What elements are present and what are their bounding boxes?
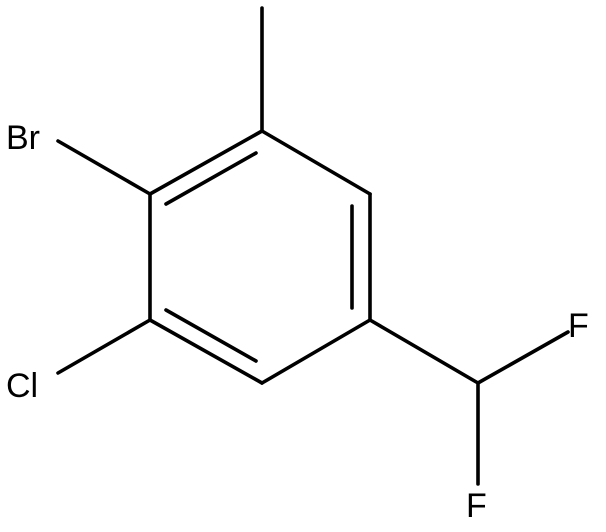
ring-bond-c1-c2-inner	[164, 151, 258, 206]
fluorine-top-label: F	[568, 307, 589, 345]
fluorine-bottom-label: F	[466, 487, 487, 525]
fluorine-top-bond	[476, 330, 570, 385]
chlorine-bond	[56, 318, 152, 375]
ring-bond-c4-c5	[260, 318, 372, 385]
ring-bond-c3-c4-inner	[164, 308, 258, 363]
ring-bond-c1-c2	[148, 129, 264, 196]
chlorine-label: Cl	[6, 367, 38, 405]
ring-bond-c3-c4	[148, 318, 264, 385]
bromine-bond	[56, 139, 152, 196]
ring-bond-c6-c1	[260, 129, 372, 196]
bromine-label: Br	[6, 119, 40, 157]
cf2-bond	[368, 318, 480, 385]
